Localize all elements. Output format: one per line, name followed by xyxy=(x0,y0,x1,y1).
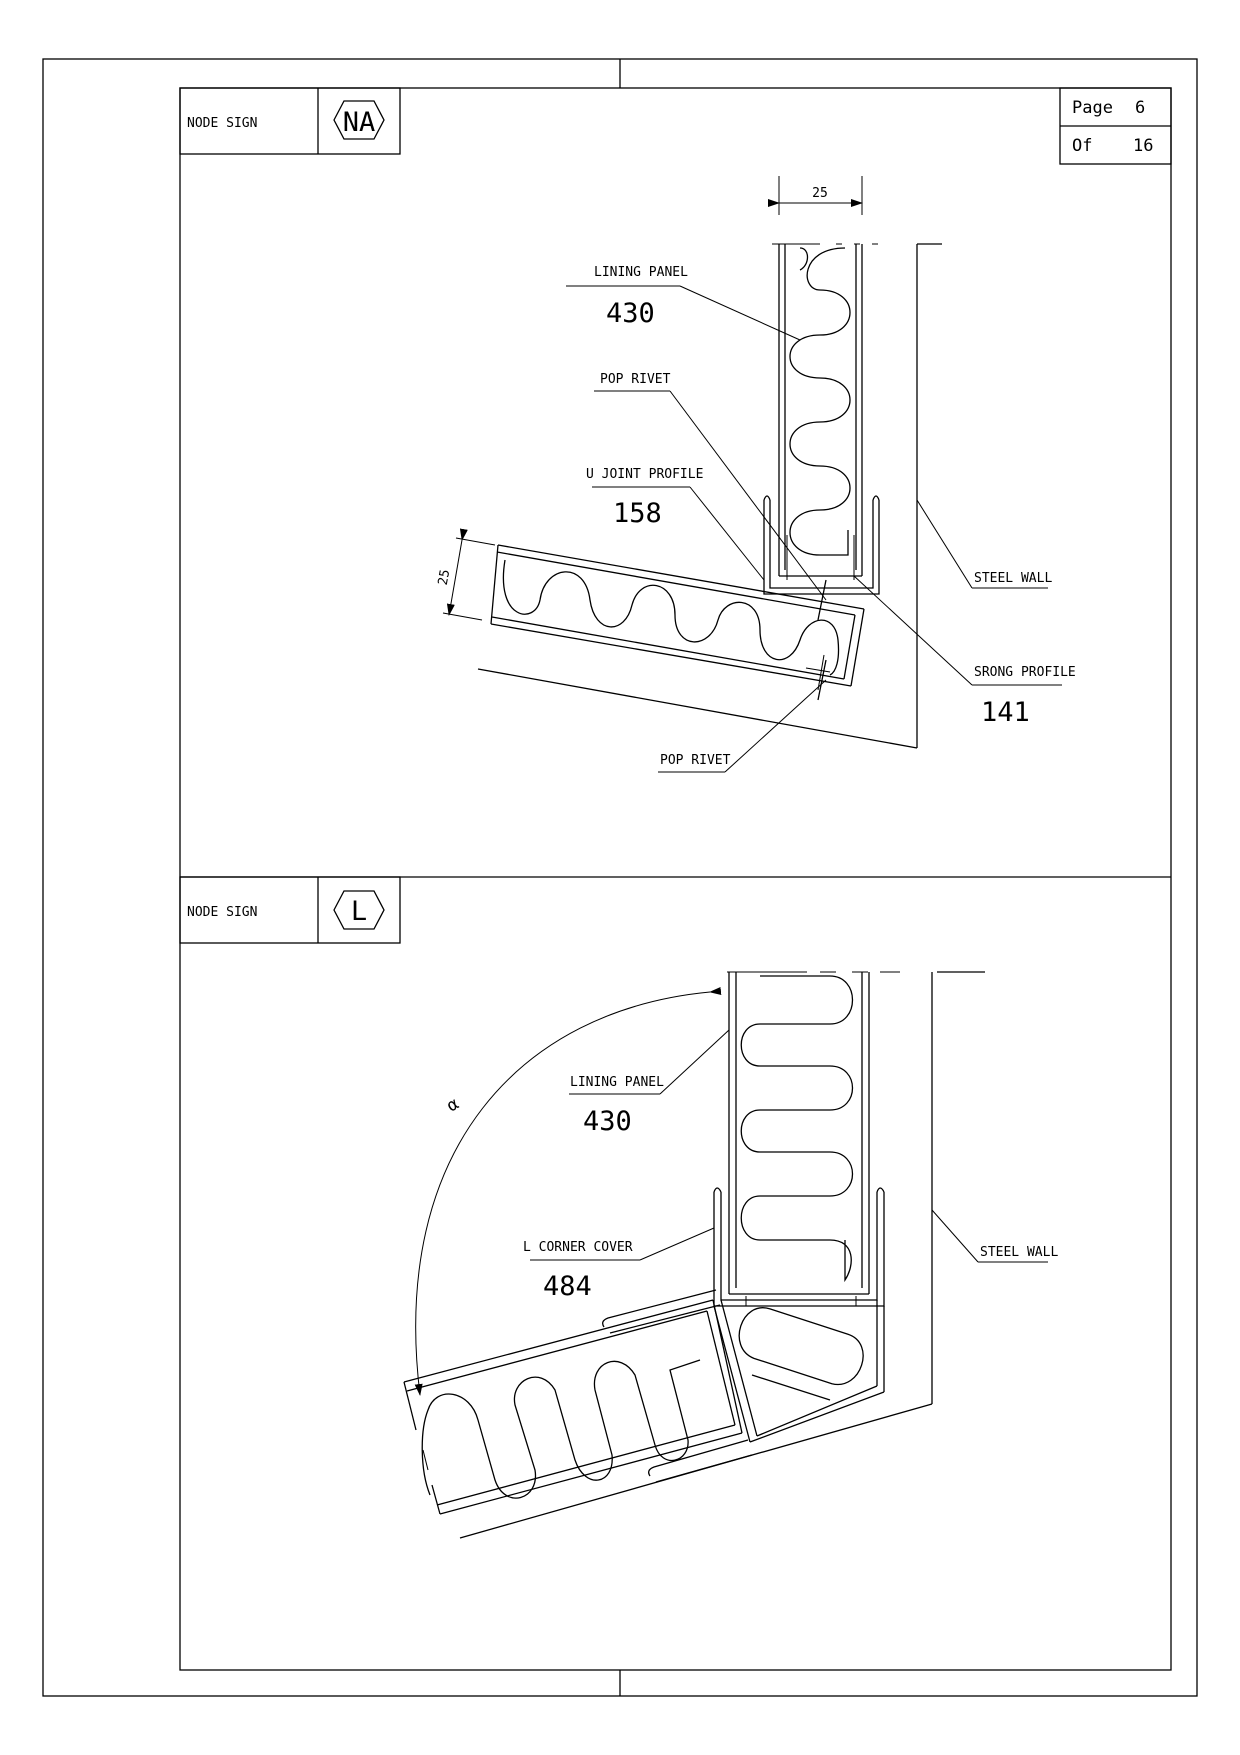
dim-top-label: 25 xyxy=(812,186,828,201)
dim-left-label: 25 xyxy=(436,568,453,586)
dimension-top: 25 xyxy=(768,176,863,215)
node-sign-label: NODE SIGN xyxy=(187,116,257,131)
angled-lining-panel-bottom xyxy=(403,1289,753,1515)
page-label: Page xyxy=(1072,98,1113,118)
page-number: 6 xyxy=(1135,98,1145,118)
callout-lining-panel-bottom: LINING PANEL 430 xyxy=(569,1029,730,1137)
callout-lining-panel-top: LINING PANEL 430 xyxy=(566,265,801,341)
callout-lining-panel-bottom-code: 430 xyxy=(583,1106,632,1137)
callout-corner-cover-code: 484 xyxy=(543,1271,592,1302)
callout-srong-profile-code: 141 xyxy=(981,697,1030,728)
dimension-left: 25 xyxy=(436,528,496,621)
callout-steel-wall-top-label: STEEL WALL xyxy=(974,571,1052,586)
callout-corner-cover-label: L CORNER COVER xyxy=(523,1240,633,1255)
callout-u-joint-label: U JOINT PROFILE xyxy=(586,467,703,482)
page-total: 16 xyxy=(1133,136,1153,156)
callout-srong-profile-label: SRONG PROFILE xyxy=(974,665,1076,680)
hexagon-icon xyxy=(333,100,385,140)
node-code-bottom: L xyxy=(351,896,367,927)
pop-rivet-top-mark xyxy=(817,579,827,621)
node-sign-label-bottom: NODE SIGN xyxy=(187,905,257,920)
callout-pop-rivet-bottom-label: POP RIVET xyxy=(660,753,731,768)
l-corner-cover xyxy=(713,1187,885,1443)
callout-lining-panel-label: LINING PANEL xyxy=(594,265,688,280)
of-label: Of xyxy=(1072,136,1092,156)
callout-u-joint: U JOINT PROFILE 158 xyxy=(586,467,765,581)
angle-symbol: α xyxy=(444,1094,463,1116)
callout-pop-rivet-bottom: POP RIVET xyxy=(658,679,827,773)
node-sign-box-bottom: NODE SIGN L xyxy=(179,876,401,944)
hexagon-icon xyxy=(333,890,385,930)
callout-steel-wall-top: STEEL WALL xyxy=(916,499,1052,589)
inner-frame xyxy=(179,87,1172,1671)
node-code: NA xyxy=(343,107,376,138)
callout-corner-cover: L CORNER COVER 484 xyxy=(523,1227,715,1302)
vertical-lining-panel-top xyxy=(772,243,878,577)
callout-u-joint-code: 158 xyxy=(613,498,662,529)
angle-dimension-arc: α xyxy=(414,986,722,1396)
vertical-lining-panel-bottom xyxy=(727,971,900,1295)
steel-wall-bottom xyxy=(459,971,985,1539)
steel-wall-top xyxy=(477,243,942,749)
callout-steel-wall-bottom-label: STEEL WALL xyxy=(980,1245,1058,1260)
callout-lining-panel-bottom-label: LINING PANEL xyxy=(570,1075,664,1090)
callout-steel-wall-bottom: STEEL WALL xyxy=(931,1209,1058,1263)
callout-lining-panel-code: 430 xyxy=(606,298,655,329)
callout-pop-rivet-top: POP RIVET xyxy=(594,372,827,601)
callout-srong-profile: SRONG PROFILE 141 xyxy=(853,575,1076,728)
page-box: Page 6 Of 16 xyxy=(1059,87,1172,165)
angled-lining-panel-top xyxy=(490,544,865,691)
callout-pop-rivet-top-label: POP RIVET xyxy=(600,372,671,387)
pop-rivet-bottom-mark xyxy=(817,659,827,701)
node-sign-box-top: NODE SIGN NA xyxy=(179,87,401,155)
